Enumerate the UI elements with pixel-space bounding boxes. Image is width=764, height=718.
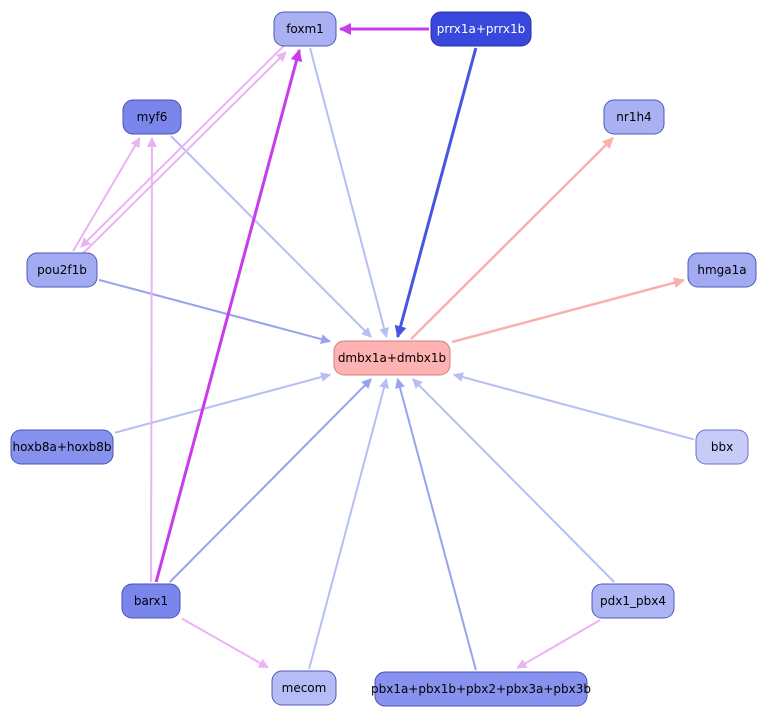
edge-pbx-complex-to-dmbx1a-dmbx1b	[395, 378, 477, 671]
node-shape-myf6[interactable]	[122, 99, 182, 135]
edge-barx1-to-myf6	[146, 137, 157, 583]
node-shape-hoxb8a-hoxb8b[interactable]	[10, 429, 114, 465]
edge-hoxb8a-hoxb8b-to-dmbx1a-dmbx1b	[114, 372, 331, 434]
node-shape-barx1[interactable]	[121, 583, 181, 619]
edge-foxm1-to-pou2f1b	[80, 45, 285, 248]
edge-bbx-to-dmbx1a-dmbx1b	[453, 372, 695, 441]
node-shape-pou2f1b[interactable]	[26, 252, 98, 288]
node-pou2f1b[interactable]: pou2f1b	[26, 252, 98, 288]
edge-prrx1a-prrx1b-to-dmbx1a-dmbx1b	[394, 47, 478, 338]
node-barx1[interactable]: barx1	[121, 583, 181, 619]
node-pdx1-pbx4[interactable]: pdx1_pbx4	[591, 583, 675, 619]
edge-dmbx1a-dmbx1b-to-nr1h4	[410, 137, 614, 340]
edge-dmbx1a-dmbx1b-to-hmga1a	[451, 277, 685, 344]
edge-barx1-to-mecom	[181, 617, 269, 669]
node-foxm1[interactable]: foxm1	[273, 11, 337, 47]
edge-myf6-to-dmbx1a-dmbx1b	[170, 135, 372, 338]
edges-layer	[72, 23, 695, 671]
node-hoxb8a-hoxb8b[interactable]: hoxb8a+hoxb8b	[10, 429, 114, 465]
node-shape-nr1h4[interactable]	[603, 99, 665, 135]
edge-barx1-to-dmbx1a-dmbx1b	[169, 378, 372, 583]
edge-pou2f1b-to-foxm1	[82, 51, 287, 254]
node-shape-bbx[interactable]	[695, 429, 749, 465]
edge-pou2f1b-to-myf6	[72, 137, 141, 252]
edge-pdx1-pbx4-to-dmbx1a-dmbx1b	[412, 378, 615, 583]
node-dmbx1a-dmbx1b[interactable]: dmbx1a+dmbx1b	[333, 340, 451, 376]
node-shape-foxm1[interactable]	[273, 11, 337, 47]
node-prrx1a-prrx1b[interactable]: prrx1a+prrx1b	[430, 11, 532, 47]
node-shape-pdx1-pbx4[interactable]	[591, 583, 675, 619]
node-mecom[interactable]: mecom	[271, 670, 337, 706]
edge-barx1-to-foxm1	[154, 49, 303, 583]
node-hmga1a[interactable]: hmga1a	[687, 252, 757, 288]
edge-pou2f1b-to-dmbx1a-dmbx1b	[98, 278, 331, 344]
node-shape-prrx1a-prrx1b[interactable]	[430, 11, 532, 47]
edge-pdx1-pbx4-to-pbx-complex	[516, 619, 601, 669]
edge-mecom-to-dmbx1a-dmbx1b	[308, 378, 389, 670]
node-bbx[interactable]: bbx	[695, 429, 749, 465]
node-shape-hmga1a[interactable]	[687, 252, 757, 288]
nodes-layer: foxm1 prrx1a+prrx1b nr1h4 myf6 hmga1a pou2f1b…	[10, 11, 757, 707]
edge-foxm1-to-dmbx1a-dmbx1b	[309, 47, 389, 338]
node-nr1h4[interactable]: nr1h4	[603, 99, 665, 135]
node-myf6[interactable]: myf6	[122, 99, 182, 135]
node-shape-mecom[interactable]	[271, 670, 337, 706]
node-pbx-complex[interactable]: pbx1a+pbx1b+pbx2+pbx3a+pbx3b	[371, 671, 591, 707]
node-shape-dmbx1a-dmbx1b[interactable]	[333, 340, 451, 376]
node-shape-pbx-complex[interactable]	[374, 671, 588, 707]
